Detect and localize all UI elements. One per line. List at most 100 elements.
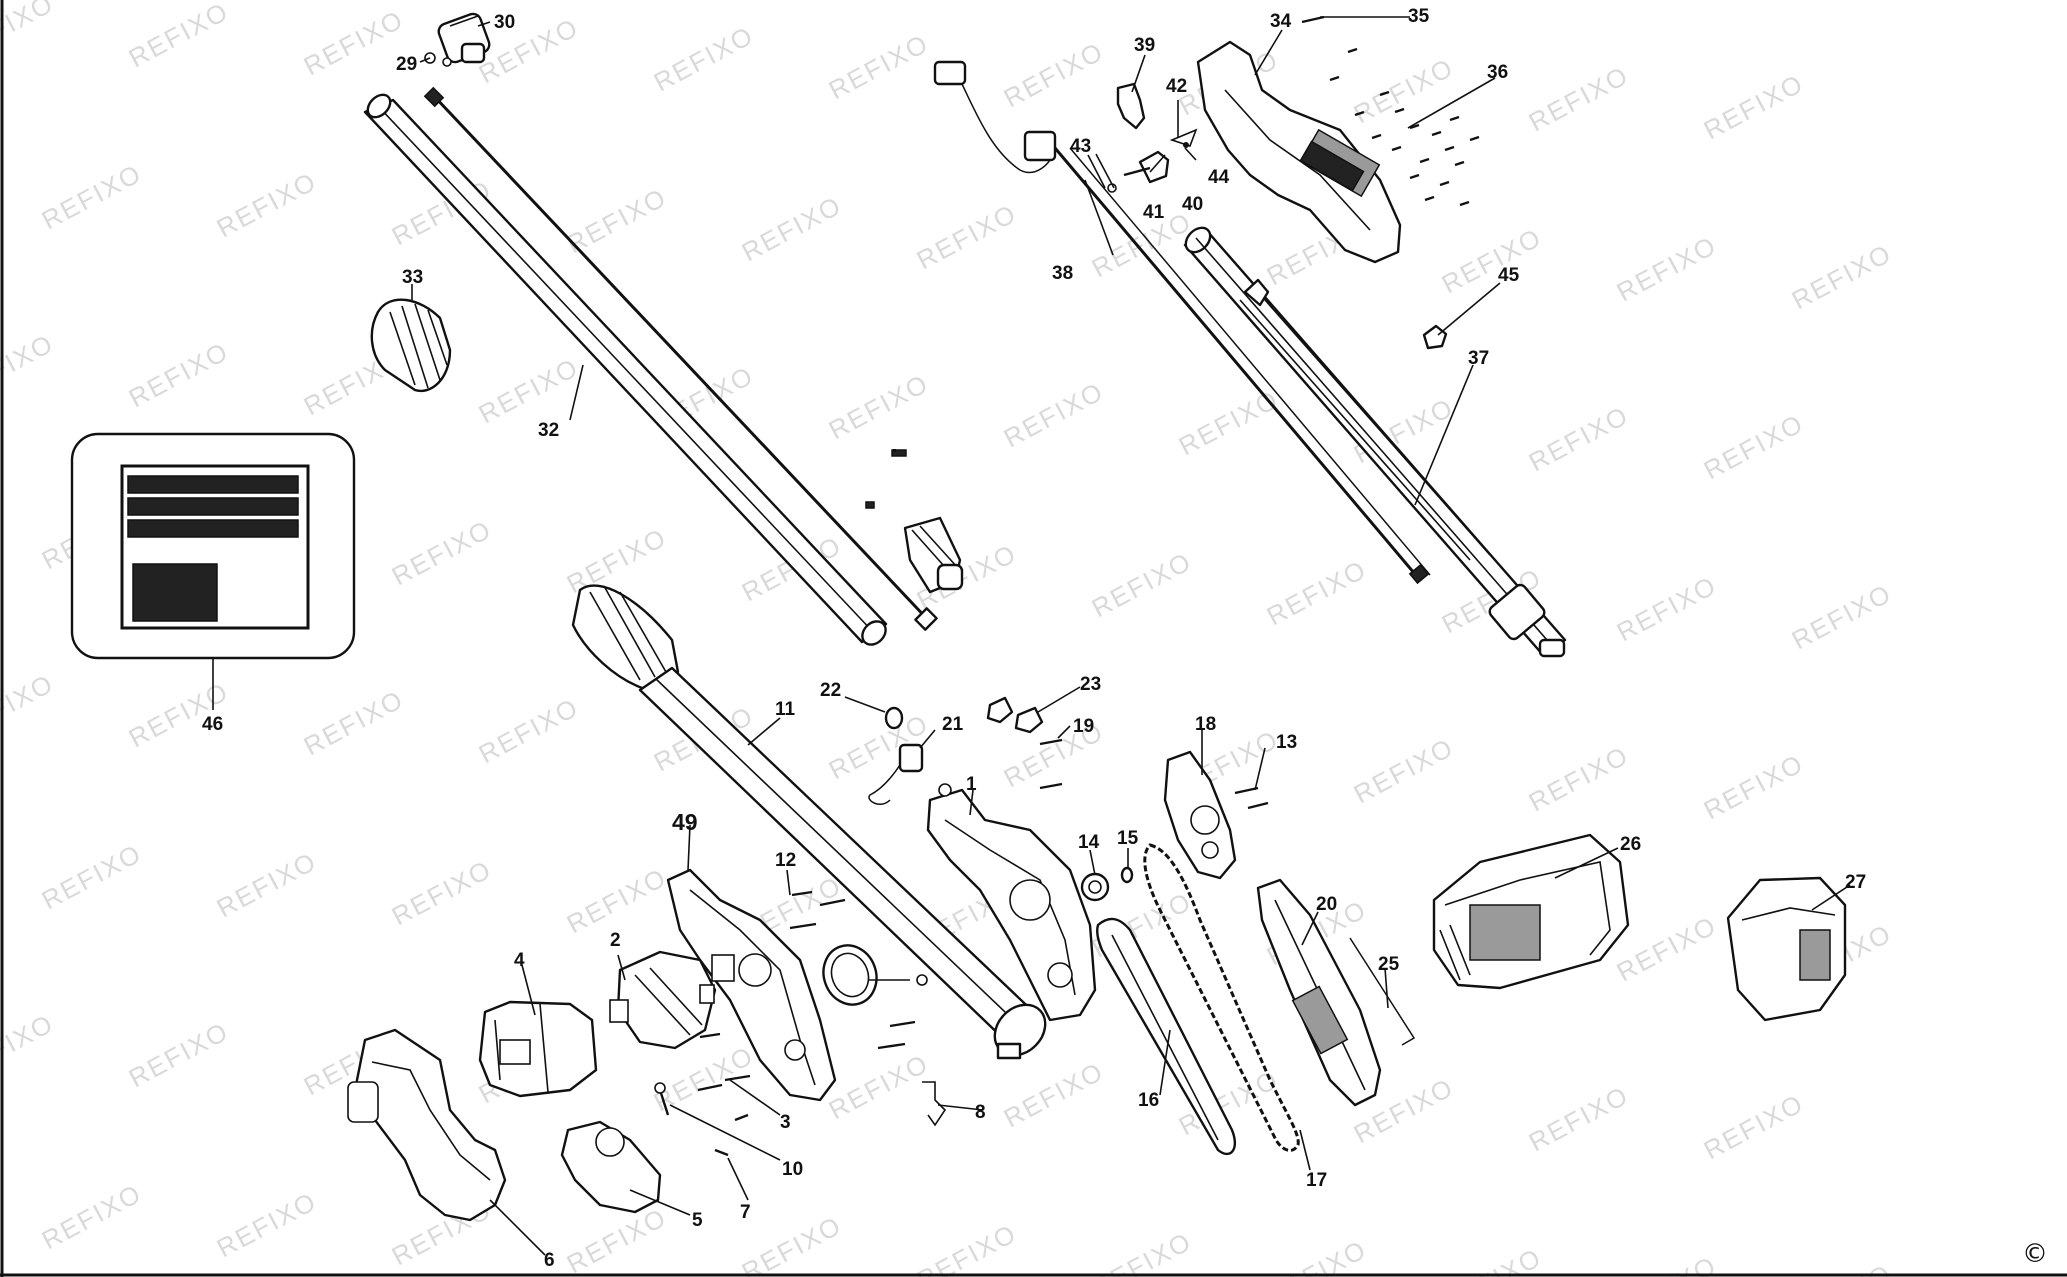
wire-harness-upper <box>933 60 1430 585</box>
label-part-38: 38 <box>1052 263 1073 284</box>
label-part-35: 35 <box>1408 6 1430 27</box>
part-15-washer <box>1120 866 1134 884</box>
label-part-1: 1 <box>966 774 977 795</box>
gear-assembly <box>822 944 928 1006</box>
screw <box>1329 75 1340 82</box>
screw <box>1347 47 1358 54</box>
part-49-housing-left <box>666 868 837 1102</box>
label-part-46: 46 <box>202 714 223 735</box>
label-part-12: 12 <box>775 850 796 871</box>
screw <box>1449 115 1460 122</box>
label-part-43: 43 <box>1070 136 1091 157</box>
part-4-terminal-block <box>478 1000 598 1098</box>
screw <box>1459 200 1470 207</box>
label-part-22: 22 <box>820 680 841 701</box>
label-part-23: 23 <box>1080 674 1101 695</box>
part-35-screw <box>1301 15 1325 24</box>
label-part-5: 5 <box>692 1210 703 1231</box>
screw <box>1371 133 1382 140</box>
label-part-10: 10 <box>782 1159 803 1180</box>
screw <box>1409 173 1420 180</box>
label-part-21: 21 <box>942 714 964 735</box>
part-30-cap <box>437 12 491 64</box>
label-part-8: 8 <box>975 1102 986 1123</box>
label-part-29: 29 <box>396 54 417 75</box>
part-32-tube <box>363 93 888 646</box>
label-part-19: 19 <box>1073 716 1094 737</box>
screw <box>1394 107 1405 114</box>
label-part-25: 25 <box>1378 954 1400 975</box>
label-part-27: 27 <box>1845 872 1866 893</box>
screw <box>1419 157 1430 164</box>
part-26-charger <box>1432 833 1630 990</box>
part-45-knob <box>1422 324 1448 350</box>
coupler-small-parts <box>865 449 964 594</box>
label-part-49: 49 <box>672 809 698 835</box>
copyright-symbol: © <box>2022 1239 2048 1269</box>
screw <box>1379 90 1390 97</box>
label-part-4: 4 <box>514 950 525 971</box>
label-part-37: 37 <box>1468 348 1489 369</box>
label-part-17: 17 <box>1306 1170 1327 1191</box>
part-33-grip <box>370 298 452 393</box>
part-27-battery <box>1726 876 1847 1022</box>
screw <box>1391 145 1402 152</box>
part-29-screw <box>424 52 452 67</box>
screw <box>1424 195 1435 202</box>
leader-lines <box>411 16 1851 1256</box>
label-part-16: 16 <box>1138 1090 1159 1111</box>
screws <box>654 738 1269 1157</box>
trigger-parts <box>1107 82 1198 193</box>
label-part-7: 7 <box>740 1202 751 1223</box>
part-37-upper-shaft <box>1183 226 1567 658</box>
part-17-chain <box>1143 843 1300 1152</box>
label-part-15: 15 <box>1117 828 1139 849</box>
label-part-41: 41 <box>1143 202 1165 223</box>
label-part-40: 40 <box>1182 194 1203 215</box>
part-38-harness <box>1053 147 1422 581</box>
label-part-42: 42 <box>1166 76 1187 97</box>
part-14-sprocket <box>1080 872 1110 902</box>
label-part-44: 44 <box>1208 167 1230 188</box>
part-labels: 30 29 33 32 46 34 35 36 39 42 43 44 40 4… <box>202 6 1866 1271</box>
part-16-guide-bar <box>1096 917 1237 1156</box>
part-1-housing-right <box>926 783 1097 1022</box>
part-34-front-handle <box>1196 40 1402 264</box>
part-18-sprocket-cover <box>1163 750 1237 880</box>
label-part-14: 14 <box>1078 832 1100 853</box>
label-part-30: 30 <box>494 12 515 33</box>
screw <box>1409 123 1420 130</box>
label-part-20: 20 <box>1316 894 1337 915</box>
screw <box>1354 110 1365 117</box>
label-part-13: 13 <box>1276 732 1297 753</box>
label-part-26: 26 <box>1620 834 1641 855</box>
part-2-motor <box>609 950 717 1050</box>
label-part-32: 32 <box>538 420 559 441</box>
label-part-45: 45 <box>1498 265 1520 286</box>
screw <box>1454 160 1465 167</box>
label-part-3: 3 <box>780 1112 791 1133</box>
label-part-39: 39 <box>1134 35 1155 56</box>
screw <box>1431 130 1442 137</box>
label-part-34: 34 <box>1270 11 1292 32</box>
part-5-cover <box>560 1120 662 1214</box>
label-part-6: 6 <box>544 1250 555 1271</box>
label-part-2: 2 <box>610 930 621 951</box>
label-part-18: 18 <box>1195 714 1216 735</box>
part-36-screws <box>1329 47 1480 207</box>
part-22-ring <box>884 706 904 730</box>
screw <box>1469 135 1480 142</box>
part-11-shaft <box>571 584 1047 1060</box>
part-32-cable <box>431 93 932 624</box>
screw <box>1439 180 1450 187</box>
part-20-bar-cover <box>1256 878 1382 1107</box>
label-part-36: 36 <box>1487 62 1508 83</box>
screw <box>1444 145 1455 152</box>
part-46-label-panel <box>70 432 356 710</box>
label-part-33: 33 <box>402 267 423 288</box>
label-part-11: 11 <box>775 699 796 720</box>
part-25-hex-key <box>1349 937 1416 1046</box>
part-23-caps <box>986 696 1044 734</box>
part-21-switch <box>868 743 924 805</box>
